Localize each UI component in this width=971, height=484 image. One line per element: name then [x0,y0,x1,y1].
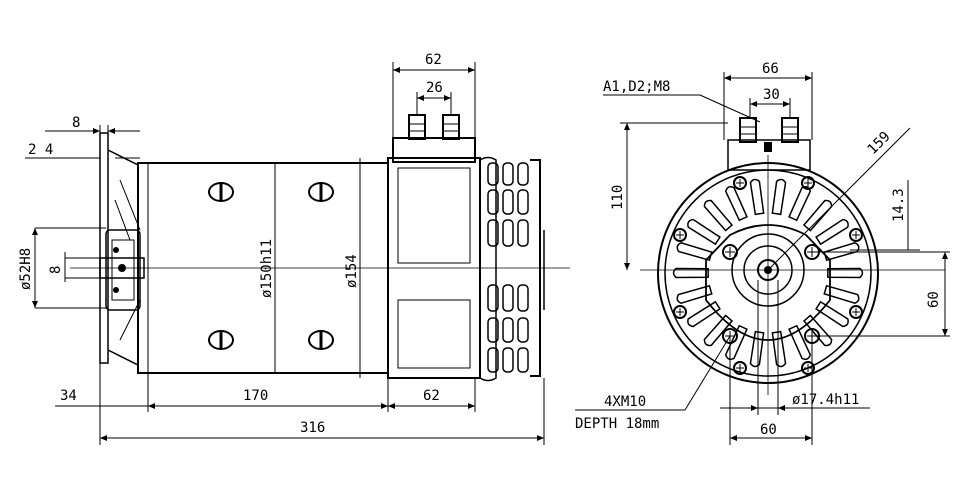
cooling-fins [479,156,497,382]
ventilation-slot [749,330,765,368]
dim-bolt-horizontal: 60 [760,422,777,438]
cooling-fins [487,162,529,373]
terminal-stud [442,114,460,140]
dim-pilot-diameter: ø52H8 [18,248,34,290]
rim-bolt [673,305,687,319]
ventilation-slot [827,267,864,279]
terminal-block [727,139,811,171]
ventilation-slot [676,284,713,305]
rim-bolt [801,176,815,190]
mounting-flange [99,132,109,364]
dim-terminal-inner: 26 [426,80,443,96]
ventilation-slot [703,314,734,347]
dim-body-length: 170 [243,388,268,404]
ventilation-slot [771,330,787,368]
dim-mount-holes: 4XM10 [604,394,646,410]
housing-bolt [208,330,234,350]
ventilation-slot [802,199,833,232]
dim-radius: 159 [865,129,894,158]
ventilation-slot [823,284,860,305]
rim-bolt [733,361,747,375]
dim-terminal-outer-end: 66 [762,61,779,77]
housing-bolt [308,330,334,350]
dim-terminal-inner-end: 30 [763,87,780,103]
rim-bolt [673,228,687,242]
ventilation-slot [672,267,709,279]
terminal-box [392,137,476,163]
ventilation-slot [687,218,721,246]
rim-bolt [801,361,815,375]
ventilation-slot [676,241,713,262]
terminal-stud [781,117,799,143]
dim-mount-depth: DEPTH 18mm [575,416,659,432]
ventilation-slot [823,241,860,262]
pilot-hub [105,229,141,311]
inner-hub [705,224,831,341]
side-view: 8 2 4 ø52H8 8 ø150h11 ø154 34 170 62 316… [18,52,570,445]
dim-shaft-length: 34 [60,388,77,404]
ventilation-slot [788,185,812,222]
rim-bolt [849,228,863,242]
terminal-stud [739,117,757,143]
dim-offset: 14.3 [891,188,907,222]
dim-shaft-key: 8 [48,266,64,274]
housing-bolt [208,182,234,202]
ventilation-slot [724,185,748,222]
rim-bolt [849,305,863,319]
dim-endcap-length: 62 [423,388,440,404]
dim-overall-length: 316 [300,420,325,436]
ventilation-slot [771,178,787,216]
ventilation-slot [703,199,734,232]
ventilation-slots [672,178,864,368]
label-terminals: A1,D2;M8 [603,79,670,95]
terminal-stud [408,114,426,140]
dim-flange-offset: 2 4 [28,142,53,158]
dim-flange-thickness: 8 [72,115,80,131]
dim-housing-diameter: ø150h11 [259,239,275,298]
ventilation-slot [687,300,721,328]
dim-height: 110 [610,185,626,210]
housing-bolt [308,182,334,202]
dim-shaft-diameter: ø17.4h11 [792,392,859,408]
ventilation-slot [815,218,849,246]
dim-terminal-outer: 62 [425,52,442,68]
ventilation-slot [815,300,849,328]
rim-bolt [733,176,747,190]
dim-bolt-vertical: 60 [926,291,942,308]
end-view: A1,D2;M8 66 30 110 159 14.3 60 ø17.4h11 … [575,61,950,445]
dim-endcap-diameter: ø154 [344,254,360,288]
ventilation-slot [788,324,812,361]
ventilation-slot [749,178,765,216]
ventilation-slot [802,314,833,347]
mounting-hole [722,244,738,260]
ventilation-slot [724,324,748,361]
